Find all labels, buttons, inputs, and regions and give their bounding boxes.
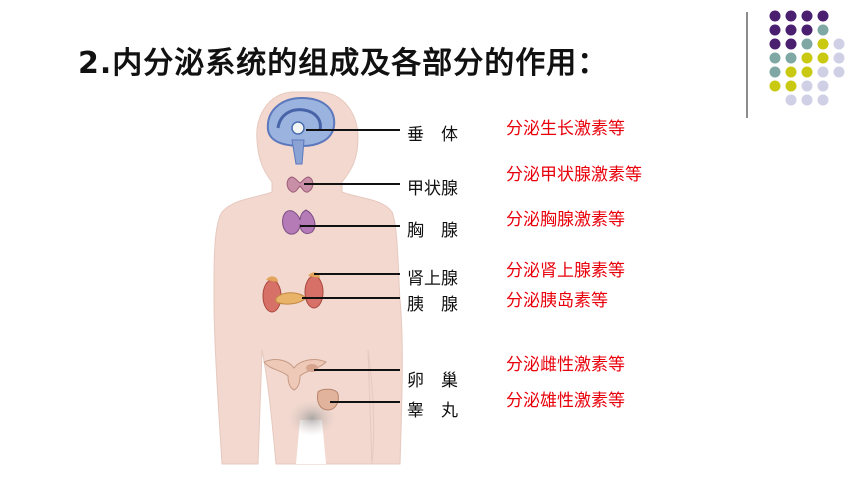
thyroid-icon [286, 176, 314, 193]
dot [817, 38, 829, 50]
dot [769, 66, 781, 78]
testes-icon [317, 388, 339, 411]
dot [801, 80, 813, 92]
dot [833, 52, 845, 64]
function-text-pituitary: 分泌生长激素等 [506, 119, 625, 139]
function-text-testis: 分泌雄性激素等 [506, 391, 625, 411]
function-text-thymus: 分泌胸腺激素等 [506, 210, 625, 230]
dot [785, 94, 797, 106]
dot [769, 80, 781, 92]
dot [817, 66, 829, 78]
dot [801, 10, 813, 22]
function-text-pancreas: 分泌胰岛素等 [506, 291, 608, 311]
pituitary-icon [291, 121, 305, 135]
dot [801, 52, 813, 64]
dot [785, 80, 797, 92]
organ-label-pituitary: 垂 体 [407, 125, 458, 145]
dot [801, 66, 813, 78]
adrenal-left-icon [266, 276, 278, 282]
kidney-right-icon [304, 275, 324, 309]
slide-title: 2.内分泌系统的组成及各部分的作用： [78, 46, 609, 81]
dot [833, 38, 845, 50]
organ-label-testis: 睾 丸 [407, 401, 458, 421]
dot [801, 94, 813, 106]
dot [769, 52, 781, 64]
dot [817, 94, 829, 106]
dot [817, 52, 829, 64]
dot [769, 24, 781, 36]
function-text-ovary: 分泌雌性激素等 [506, 355, 625, 375]
dot [769, 10, 781, 22]
organ-label-thymus: 胸 腺 [407, 221, 458, 241]
function-text-adrenal: 分泌肾上腺素等 [506, 261, 625, 281]
organ-label-ovary: 卵 巢 [407, 371, 458, 391]
dot [817, 80, 829, 92]
brain-detail [276, 108, 322, 131]
decorative-divider [746, 12, 748, 118]
dot [817, 10, 829, 22]
organ-label-adrenal: 肾上腺 [407, 269, 458, 289]
function-text-thyroid: 分泌甲状腺激素等 [506, 165, 642, 185]
dot [785, 52, 797, 64]
brainstem-icon [291, 139, 305, 165]
dot [801, 38, 813, 50]
organ-label-thyroid: 甲状腺 [407, 179, 458, 199]
dot [769, 38, 781, 50]
dot [785, 38, 797, 50]
dot [817, 24, 829, 36]
thymus-icon [282, 209, 316, 235]
dot [785, 66, 797, 78]
dot [833, 66, 845, 78]
dot [801, 24, 813, 36]
dot [785, 10, 797, 22]
dot [785, 24, 797, 36]
organ-label-pancreas: 胰 腺 [407, 295, 458, 315]
